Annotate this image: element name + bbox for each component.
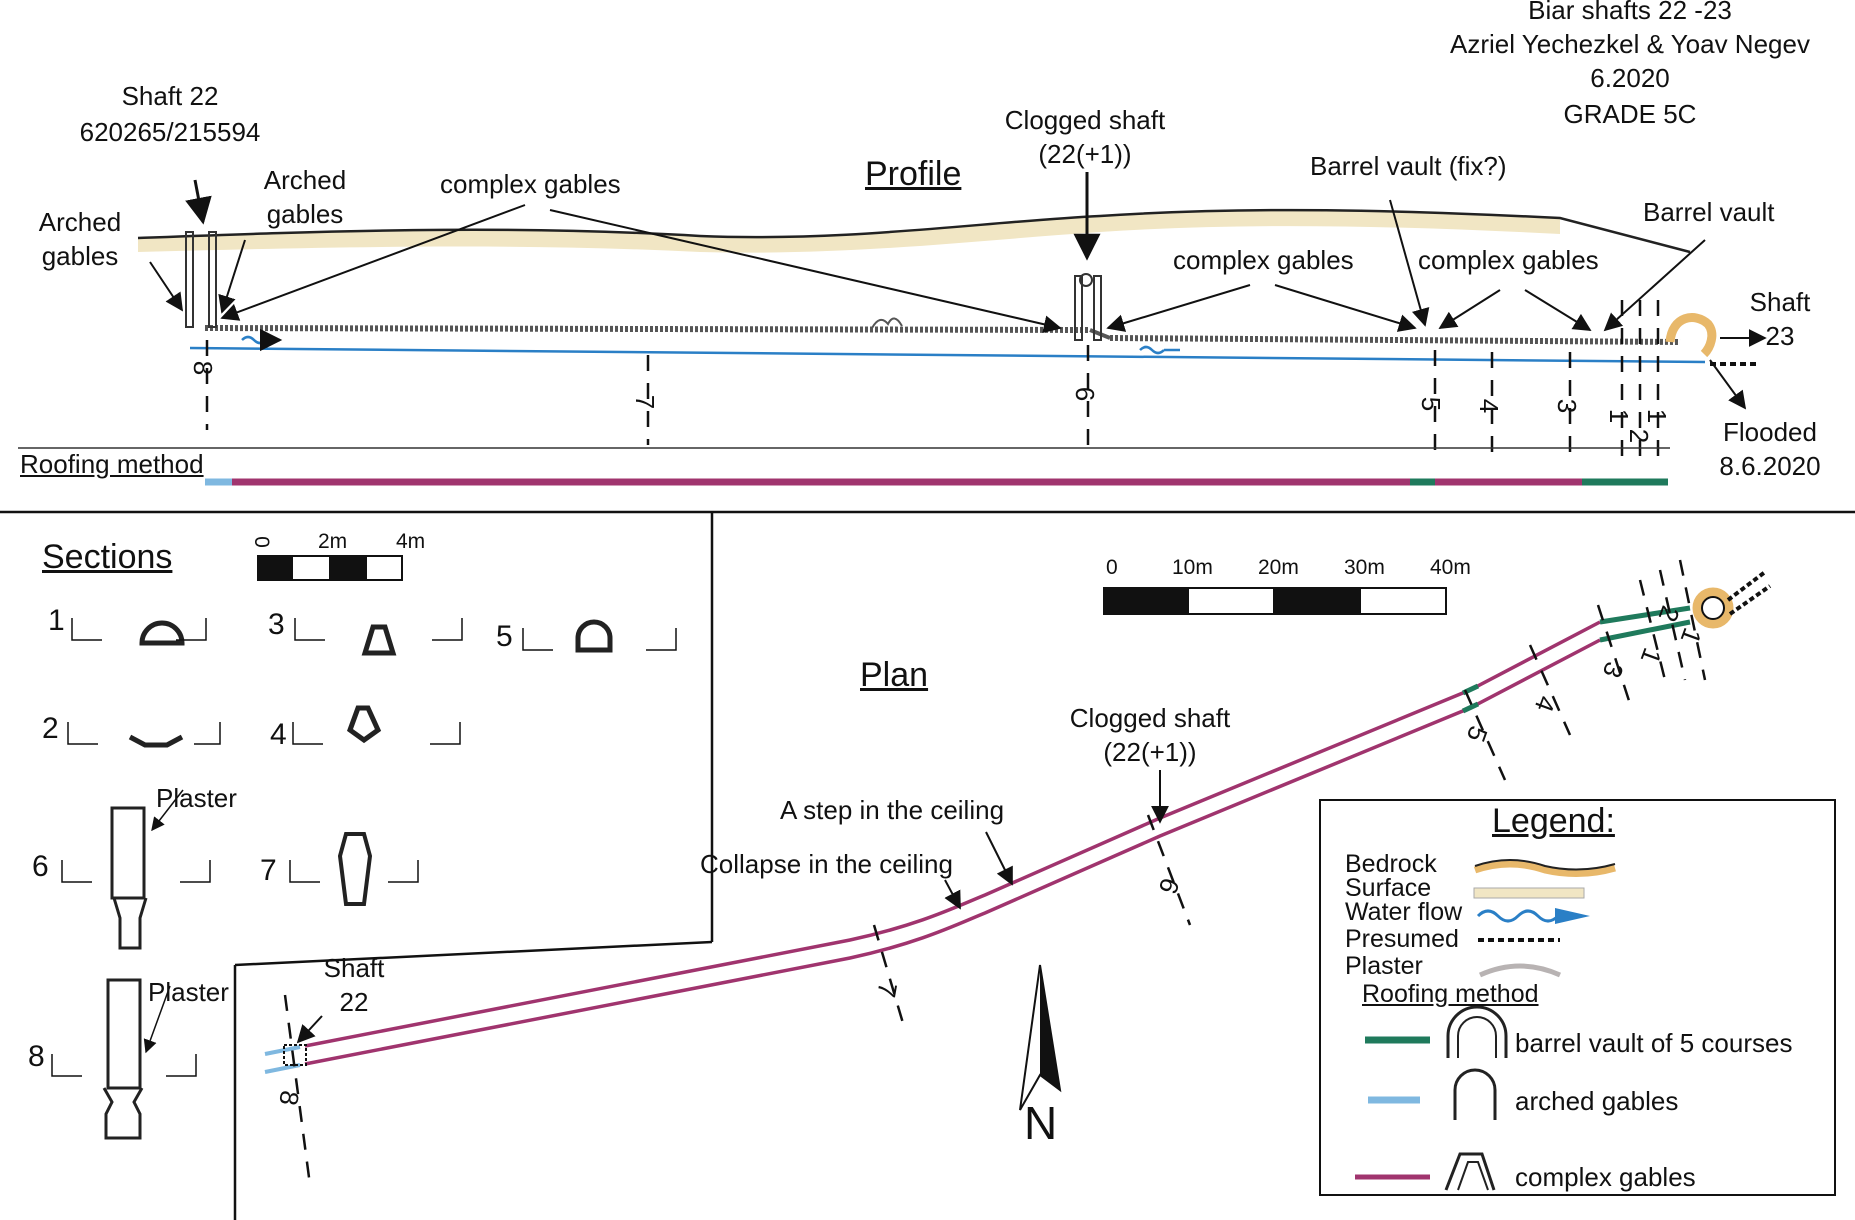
complex-gables-label-3: complex gables — [1418, 245, 1599, 275]
plan-scale-20m: 20m — [1258, 556, 1299, 579]
plaster-label-6: Plaster — [156, 783, 237, 813]
legend-roofing-method: Roofing method — [1362, 980, 1539, 1008]
header-date: 6.2020 — [1590, 63, 1670, 93]
section-label-2: 2 — [42, 712, 59, 745]
legend-water-flow: Water flow — [1345, 898, 1463, 926]
shaft22-profile — [185, 231, 217, 328]
header-authors: Azriel Yechezkel & Yoav Negev — [1450, 29, 1810, 59]
plan-scale-0: 0 — [1106, 556, 1118, 579]
section-label-6: 6 — [32, 850, 49, 883]
plan-scale-40m: 40m — [1430, 556, 1471, 579]
arched-gables-label-a: Arched — [38, 207, 122, 237]
legend-bedrock: Bedrock — [1345, 850, 1437, 878]
sections-scale-bar — [257, 555, 403, 581]
barrel-vault-label: Barrel vault — [1643, 197, 1775, 227]
shaft23-label-b: 23 — [1765, 321, 1795, 351]
legend-box — [1319, 799, 1836, 1196]
plan-scale-bar — [1103, 587, 1447, 615]
legend-surface: Surface — [1345, 874, 1432, 902]
profile-section-mark: 4 — [1474, 398, 1505, 414]
profile-section-mark: 1 — [1604, 408, 1635, 424]
flooded-label-b: 8.6.2020 — [1719, 451, 1821, 481]
legend-title: Legend: — [1492, 802, 1615, 840]
plan-shaft22-label-a: Shaft — [323, 953, 385, 983]
profile-section-lines — [205, 300, 1660, 460]
plan-scale-10m: 10m — [1172, 556, 1213, 579]
plan-scale-30m: 30m — [1344, 556, 1385, 579]
plan-shaft22-label-b: 22 — [339, 987, 369, 1017]
section-label-8: 8 — [28, 1040, 45, 1073]
shaft23-profile — [1665, 313, 1767, 410]
arched-gables-label-b: gables — [41, 241, 119, 271]
water-line — [189, 328, 1706, 364]
plan-arrows — [944, 770, 1169, 910]
sections-scale-2m: 2m — [318, 530, 348, 553]
legend-presumed: Presumed — [1345, 925, 1459, 953]
complex-gables-label-1: complex gables — [440, 169, 621, 199]
shaft23-label-a: Shaft — [1749, 287, 1811, 317]
north-label: N — [1024, 1097, 1058, 1149]
plan-tunnel — [304, 620, 1601, 1066]
sections-title: Sections — [42, 538, 173, 576]
complex-gables-label-2: complex gables — [1173, 245, 1354, 275]
roofing-method-label: Roofing method — [20, 449, 204, 479]
section-label-5: 5 — [496, 620, 513, 653]
section-label-7: 7 — [260, 854, 277, 887]
profile-arrows — [149, 172, 1706, 334]
profile-section-mark: 6 — [1070, 386, 1101, 402]
plaster-label-8: Plaster — [148, 977, 229, 1007]
plan-title: Plan — [860, 656, 929, 694]
profile-section-mark: 5 — [1416, 396, 1447, 412]
collapse-bump — [871, 317, 903, 329]
profile-section-mark: 1 — [1642, 408, 1673, 424]
north-arrow — [1019, 964, 1062, 1111]
section-label-4: 4 — [270, 718, 287, 751]
legend-complex-gables: complex gables — [1515, 1162, 1696, 1192]
clogged-shaft-profile — [1074, 273, 1102, 341]
profile-section-mark: 8 — [188, 360, 219, 376]
section-label-3: 3 — [268, 608, 285, 641]
clogged-shaft-label-b: (22(+1)) — [1038, 139, 1132, 169]
profile-section-mark: 2 — [1624, 428, 1655, 444]
plan-arched-segments — [264, 1045, 301, 1074]
plan-clogged-label-b: (22(+1)) — [1103, 737, 1197, 767]
arched-gables2-label-a: Arched — [263, 165, 347, 195]
legend-arched-gables: arched gables — [1515, 1086, 1679, 1116]
profile-section-mark: 3 — [1552, 398, 1583, 414]
header-title: Biar shafts 22 -23 — [1528, 0, 1732, 25]
shaft22-label: Shaft 22 — [121, 81, 219, 111]
section-brackets — [51, 618, 677, 1077]
frame-lines — [0, 510, 1855, 1220]
plan-section-lines — [283, 559, 1707, 1186]
legend-plaster: Plaster — [1345, 952, 1423, 980]
plan-collapse-label: Collapse in the ceiling — [700, 849, 953, 879]
barrel-vault-fix-label: Barrel vault (fix?) — [1310, 151, 1507, 181]
section-glyphs — [102, 619, 613, 1140]
shaft22-coords: 620265/215594 — [79, 117, 261, 147]
plan-shaft23 — [1692, 570, 1772, 629]
arched-gables2-label-b: gables — [266, 199, 344, 229]
roofing-bar — [18, 447, 1670, 486]
profile-section-mark: 7 — [630, 394, 661, 410]
sections-scale-4m: 4m — [396, 530, 426, 553]
header-grade: GRADE 5C — [1563, 99, 1697, 129]
flooded-label-a: Flooded — [1723, 417, 1817, 447]
sections-scale-0: 0 — [249, 536, 273, 548]
clogged-shaft-label-a: Clogged shaft — [1004, 105, 1166, 135]
profile-tunnel — [204, 325, 1681, 345]
profile-surface — [137, 208, 1691, 254]
section-label-1: 1 — [48, 604, 65, 637]
profile-title: Profile — [865, 155, 962, 193]
legend-barrel-vault: barrel vault of 5 courses — [1515, 1028, 1793, 1058]
plan-clogged-label-a: Clogged shaft — [1069, 703, 1231, 733]
plan-step-label: A step in the ceiling — [780, 795, 1005, 825]
